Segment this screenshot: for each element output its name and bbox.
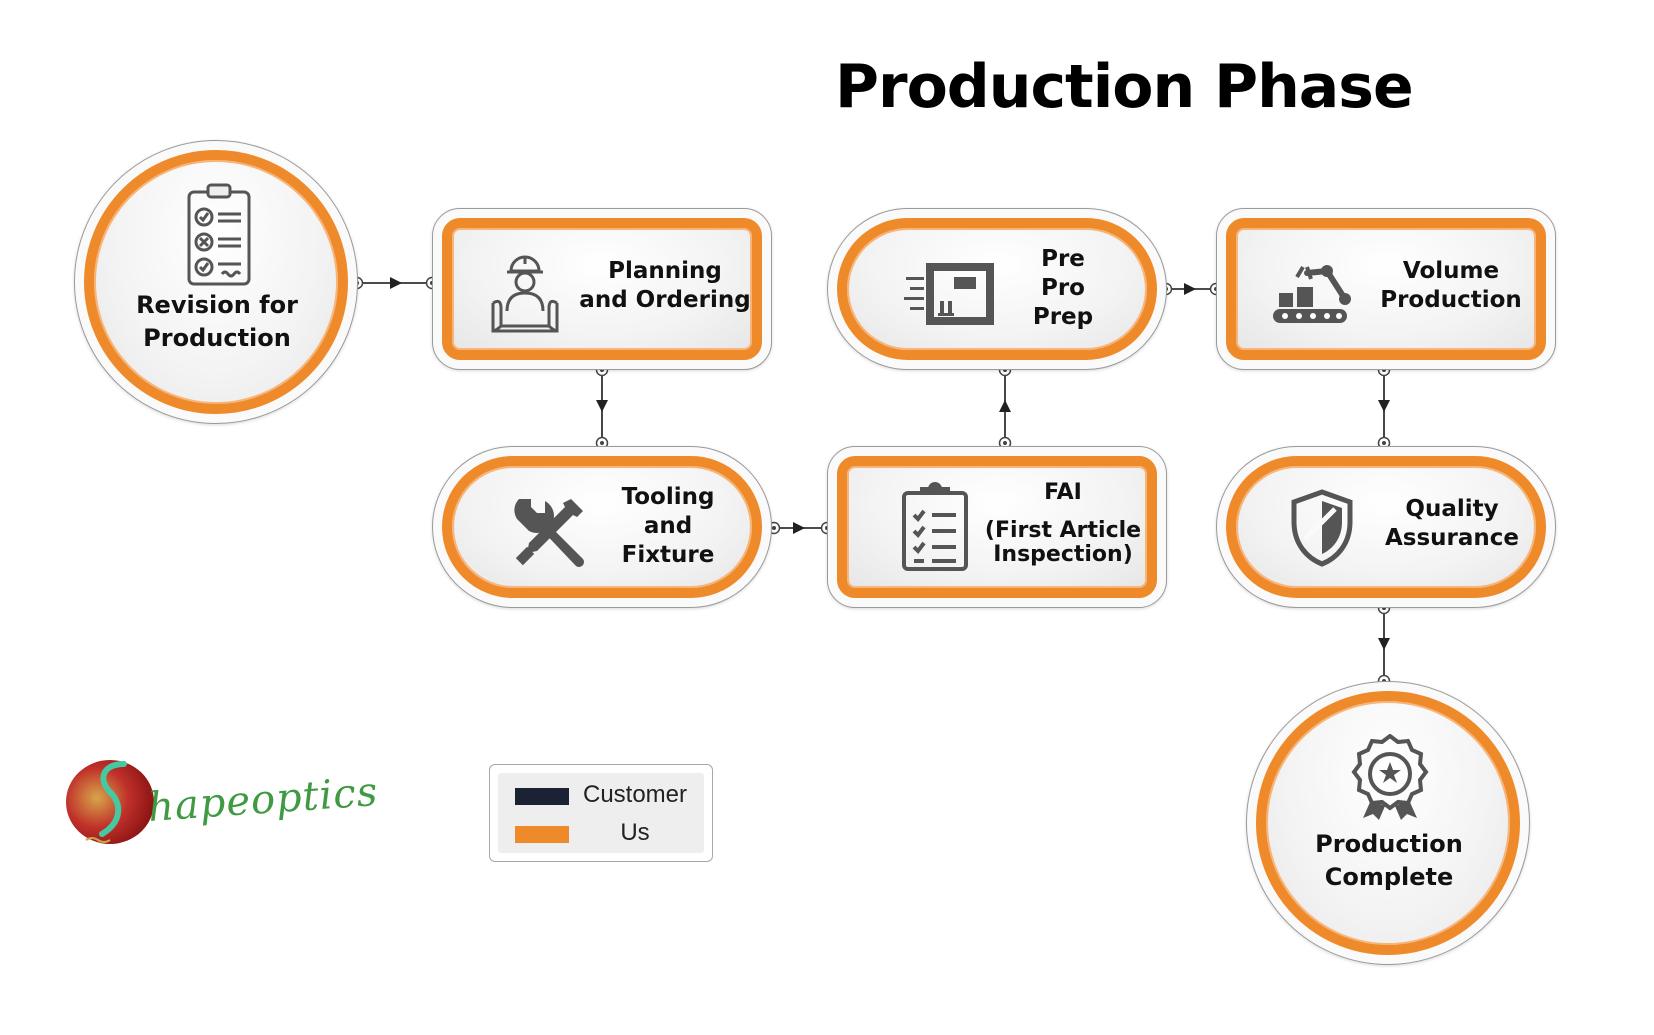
wrench-screwdriver-icon — [514, 499, 584, 567]
node-label: FAI (First Article Inspection) — [984, 480, 1142, 567]
node-production-complete: Production Complete — [1246, 681, 1530, 965]
legend-swatch-customer — [515, 788, 569, 805]
node-label: Production Complete — [1315, 830, 1463, 891]
node-label: Planning and Ordering — [579, 258, 751, 313]
node-pre-pro-prep: Pre Pro Prep — [827, 208, 1167, 370]
node-quality-assurance: Quality Assurance — [1216, 446, 1556, 608]
node-volume-production: Volume Production — [1216, 208, 1556, 370]
legend-label: Customer — [582, 781, 688, 808]
checklist-clipboard-icon — [187, 183, 251, 286]
legend-item-customer: Customer — [498, 779, 704, 809]
page-title: Production Phase — [835, 52, 1414, 122]
node-planning-and-ordering: Planning and Ordering — [432, 208, 772, 370]
node-label: Quality Assurance — [1384, 496, 1520, 551]
engineer-blueprint-icon — [491, 255, 559, 333]
legend-item-us: Us — [498, 817, 704, 847]
legend-swatch-us — [515, 826, 569, 843]
delivery-box-icon — [904, 263, 994, 325]
node-label: Tooling and Fixture — [621, 484, 715, 568]
node-revision-for-production: Revision for Production — [74, 140, 358, 424]
node-label: Volume Production — [1380, 258, 1522, 313]
shapeoptics-logo — [66, 760, 154, 844]
inspection-checklist-icon — [902, 482, 968, 571]
award-badge-icon — [1351, 734, 1429, 820]
node-label: Pre Pro Prep — [1032, 246, 1094, 330]
node-tooling-and-fixture: Tooling and Fixture — [432, 446, 772, 608]
legend-label: Us — [620, 819, 650, 846]
legend: Customer Us — [489, 764, 713, 862]
node-label: Revision for Production — [136, 291, 298, 352]
node-fai-first-article-inspection: FAI (First Article Inspection) — [827, 446, 1167, 608]
robot-arm-conveyor-icon — [1273, 265, 1351, 323]
shield-icon — [1291, 489, 1353, 567]
